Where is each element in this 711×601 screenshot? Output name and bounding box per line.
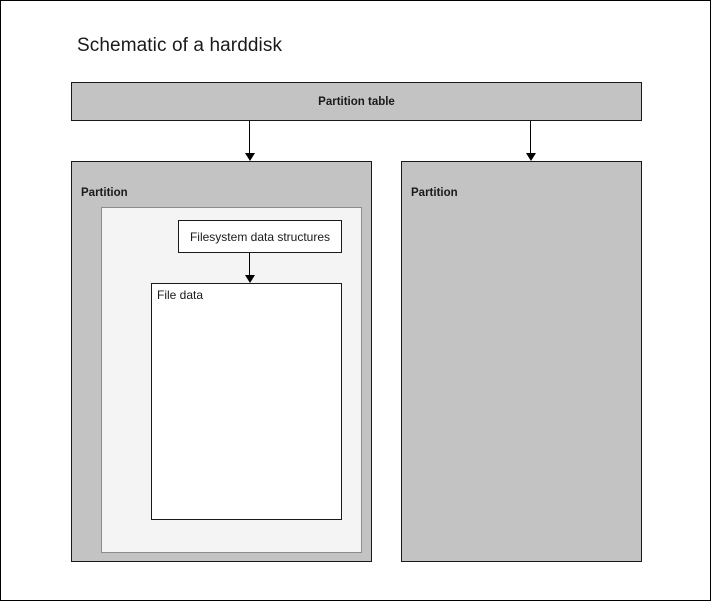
- arrow-shaft: [249, 253, 250, 276]
- node-file-data[interactable]: File data: [151, 283, 342, 520]
- arrow-filesystem-structures-to-file-data: [244, 253, 256, 283]
- node-filesystem-data-structures-label: Filesystem data structures: [189, 229, 331, 244]
- arrow-partition-table-to-left-partition: [244, 121, 256, 161]
- arrow-head-icon: [526, 153, 536, 161]
- node-partition-left-label: Partition: [81, 187, 128, 199]
- arrow-head-icon: [245, 275, 255, 283]
- node-partition-right-label: Partition: [411, 187, 458, 199]
- arrow-partition-table-to-right-partition: [525, 121, 537, 161]
- page-title: Schematic of a harddisk: [77, 35, 283, 56]
- arrow-head-icon: [245, 153, 255, 161]
- node-partition-table[interactable]: Partition table: [71, 82, 642, 121]
- node-partition-right[interactable]: Partition: [401, 161, 642, 562]
- node-file-data-label: File data: [157, 288, 204, 302]
- arrow-shaft: [530, 121, 531, 154]
- arrow-shaft: [249, 121, 250, 154]
- node-partition-table-label: Partition table: [318, 95, 395, 108]
- node-filesystem-data-structures[interactable]: Filesystem data structures: [178, 220, 342, 253]
